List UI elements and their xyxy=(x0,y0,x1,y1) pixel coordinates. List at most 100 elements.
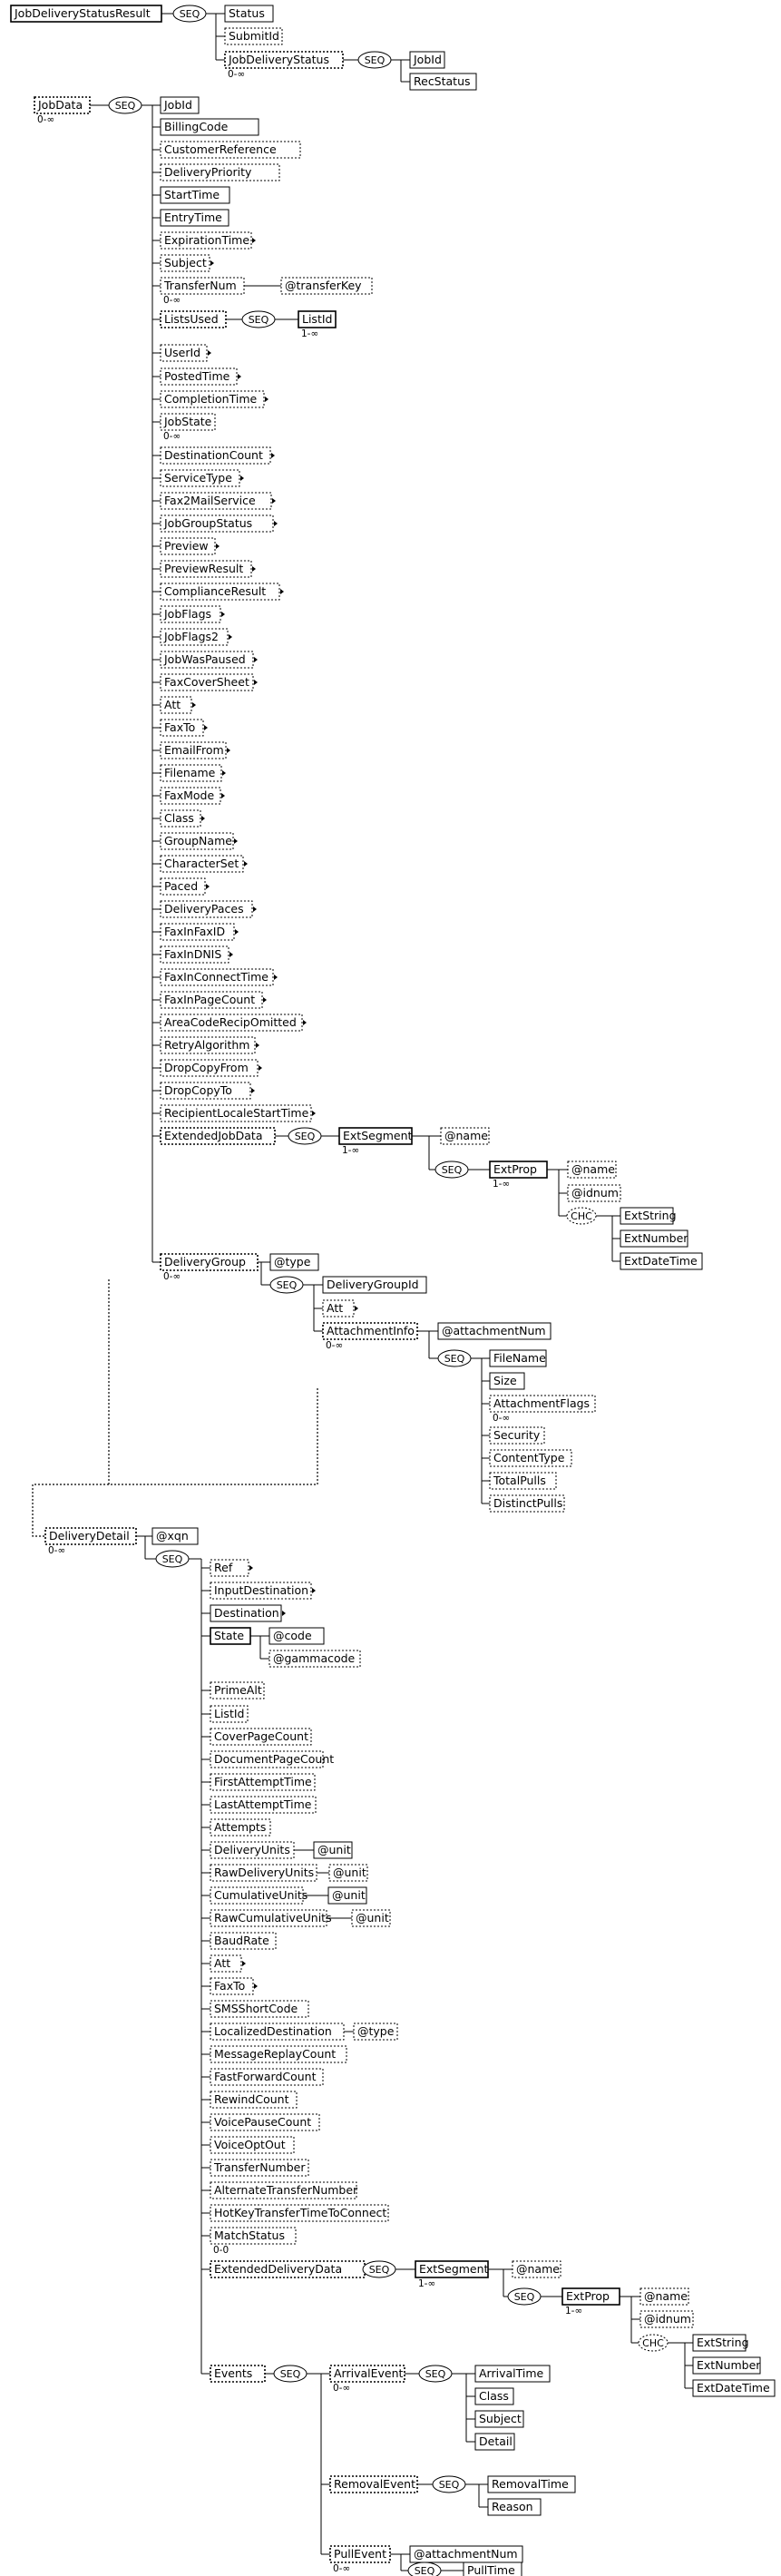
compositor-label: SEQ xyxy=(442,1164,463,1176)
expand-arrow-icon xyxy=(221,793,225,798)
element-attr-name: @name xyxy=(567,1161,617,1179)
element-box xyxy=(489,1349,547,1367)
element-attr-type: @type xyxy=(269,1253,319,1271)
element-box xyxy=(474,2433,515,2451)
element-label: VoicePauseCount xyxy=(214,2115,311,2129)
element-label: Att xyxy=(327,1301,343,1315)
element-voiceoptout: VoiceOptOut xyxy=(210,2136,295,2154)
compositor-oval xyxy=(437,1349,472,1367)
expand-arrow-icon xyxy=(274,521,278,526)
element-label: DocumentPageCount xyxy=(214,1752,334,1766)
element-box xyxy=(487,2475,576,2493)
element-faxcoversheet: FaxCoverSheet xyxy=(160,673,258,691)
element-box xyxy=(210,2159,309,2177)
element-box xyxy=(328,1864,368,1882)
element-label: JobId xyxy=(163,98,192,112)
element-attr-gammacode: @gammacode xyxy=(268,1650,361,1668)
compositor-label: SEQ xyxy=(514,2291,535,2303)
element-completiontime: CompletionTime xyxy=(160,390,268,408)
element-rawcumulativeunits: RawCumulativeUnits xyxy=(210,1909,332,1927)
element-box xyxy=(210,1909,327,1927)
compositor-chc: CHC xyxy=(566,1207,597,1225)
compositor-oval xyxy=(241,310,276,328)
compositor-oval xyxy=(288,1127,322,1145)
element-messagereplaycount: MessageReplayCount xyxy=(210,2045,347,2063)
element-arrivaltime: ArrivalTime xyxy=(474,2365,551,2383)
element-box xyxy=(639,2310,694,2328)
element-box xyxy=(561,2287,620,2306)
element-label: Subject xyxy=(479,2412,522,2425)
element-label: RetryAlgorithm xyxy=(164,1038,249,1052)
element-label: FaxInFaxID xyxy=(164,925,225,938)
compositor-seq: SEQ xyxy=(273,2365,308,2383)
compositor-oval xyxy=(432,2475,466,2493)
element-jobid: JobId xyxy=(409,51,445,69)
element-label: CharacterSet xyxy=(164,857,239,870)
element-label: Subject xyxy=(164,256,207,269)
element-attr-attachmentnum: @attachmentNum xyxy=(437,1322,552,1340)
expand-arrow-icon xyxy=(192,702,196,708)
compositor-seq: SEQ xyxy=(418,2365,453,2383)
expand-arrow-icon xyxy=(274,975,278,980)
element-class: Class xyxy=(474,2387,514,2405)
element-customerreference: CustomerReference xyxy=(160,141,301,159)
compositor-label: SEQ xyxy=(280,2368,301,2380)
compositor-seq: SEQ xyxy=(432,2475,466,2493)
element-attr-unit: @unit xyxy=(327,1886,367,1905)
element-contenttype: ContentType xyxy=(489,1449,572,1467)
element-label: ExtDateTime xyxy=(697,2381,770,2395)
element-label: TransferNumber xyxy=(213,2160,306,2174)
element-box xyxy=(160,446,271,465)
compositor-label: CHC xyxy=(571,1210,592,1222)
element-label: Att xyxy=(214,1956,230,1970)
element-label: HotKeyTransferTimeToConnect xyxy=(214,2206,386,2219)
element-box xyxy=(210,1728,312,1746)
compositor-label: SEQ xyxy=(415,2565,435,2576)
compositor-oval xyxy=(362,2260,396,2278)
element-postedtime: PostedTime xyxy=(160,367,241,386)
element-box xyxy=(298,310,337,328)
expand-arrow-icon xyxy=(263,997,267,1003)
element-box xyxy=(489,1449,572,1467)
expand-arrow-icon xyxy=(251,1088,255,1093)
expand-arrow-icon xyxy=(252,238,256,243)
element-box xyxy=(437,1322,552,1340)
element-box xyxy=(160,231,252,250)
element-att: Att xyxy=(322,1299,358,1317)
element-box xyxy=(44,1527,137,1545)
element-emailfrom: EmailFrom xyxy=(160,741,230,759)
element-label: ListId xyxy=(302,312,332,326)
element-label: SubmitId xyxy=(229,29,279,43)
element-reason: Reason xyxy=(487,2498,542,2516)
element-label: TotalPulls xyxy=(493,1474,546,1487)
element-attr-unit: @unit xyxy=(328,1864,368,1882)
element-inputdestination: InputDestination xyxy=(210,1582,316,1600)
element-label: RecStatus xyxy=(414,74,471,88)
element-label: ServiceType xyxy=(164,471,232,485)
element-previewresult: PreviewResult xyxy=(160,560,256,578)
element-extstring: ExtString xyxy=(620,1207,677,1225)
element-box xyxy=(210,2204,389,2222)
element-box xyxy=(160,787,221,805)
expand-arrow-icon xyxy=(229,634,232,640)
compositor-label: SEQ xyxy=(180,8,200,20)
compositor-seq: SEQ xyxy=(362,2260,396,2278)
element-label: Detail xyxy=(479,2434,513,2448)
element-att: Att xyxy=(210,1954,246,1973)
element-faxindnis: FaxInDNIS xyxy=(160,945,233,964)
expand-arrow-icon xyxy=(254,657,258,662)
compositor-label: SEQ xyxy=(444,1353,465,1365)
element-box xyxy=(34,96,91,114)
expand-arrow-icon xyxy=(222,770,226,776)
element-label: CoverPageCount xyxy=(214,1729,308,1743)
element-label: DeliveryGroupId xyxy=(327,1278,419,1291)
compositor-seq: SEQ xyxy=(407,2561,442,2576)
element-deliverypriority: DeliveryPriority xyxy=(160,163,280,181)
element-subject: Subject xyxy=(160,254,214,272)
element-recipientlocalestarttime: RecipientLocaleStartTime xyxy=(160,1104,316,1122)
element-label: ExtSegment xyxy=(419,2262,489,2276)
element-label: AreaCodeRecipOmitted xyxy=(164,1015,297,1029)
element-box xyxy=(210,1864,317,1882)
element-box xyxy=(313,1841,353,1859)
